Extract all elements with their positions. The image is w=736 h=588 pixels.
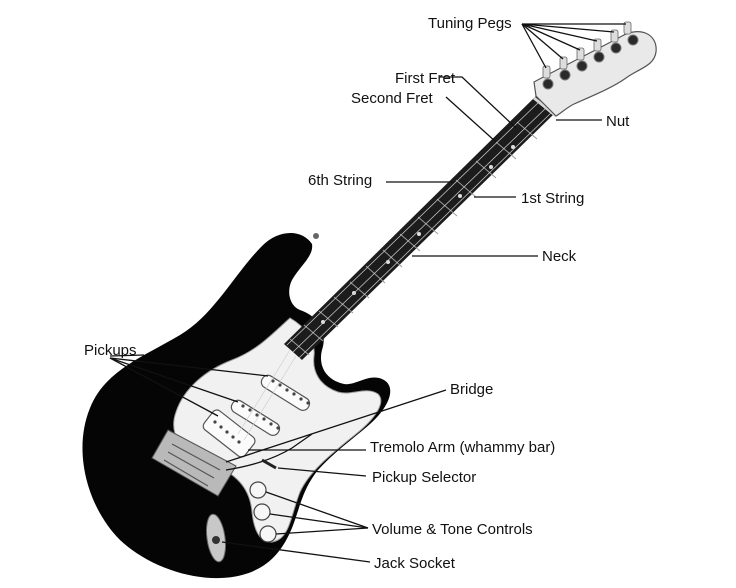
label-bridge: Bridge (450, 381, 493, 398)
pickup-selector-switch (261, 458, 277, 470)
tone-knob-1 (253, 503, 271, 521)
neck-pickup (260, 374, 311, 411)
fretboard (284, 96, 556, 360)
strap-button (313, 233, 319, 239)
leader-lines (109, 23, 626, 563)
label-volume-tone-controls: Volume & Tone Controls (372, 521, 533, 538)
bridge-plate (151, 429, 237, 497)
label-tuning-pegs: Tuning Pegs (428, 15, 512, 32)
frets (289, 121, 538, 356)
label-first-fret: First Fret (395, 70, 456, 87)
middle-pickup (230, 399, 281, 436)
strings (237, 99, 554, 441)
label-6th-string: 6th String (308, 172, 372, 189)
label-tremolo-arm: Tremolo Arm (whammy bar) (370, 439, 555, 456)
label-pickups: Pickups (84, 342, 137, 359)
volume-knob (249, 481, 267, 499)
tone-knob-2 (259, 525, 277, 543)
jack-hole (212, 536, 220, 544)
label-1st-string: 1st String (521, 190, 584, 207)
label-jack-socket: Jack Socket (374, 555, 456, 572)
pickups-group (202, 374, 311, 458)
label-neck: Neck (542, 248, 577, 265)
label-pickup-selector: Pickup Selector (372, 469, 476, 486)
label-nut: Nut (606, 113, 630, 130)
label-second-fret: Second Fret (351, 90, 434, 107)
tuning-pegs (542, 34, 639, 90)
